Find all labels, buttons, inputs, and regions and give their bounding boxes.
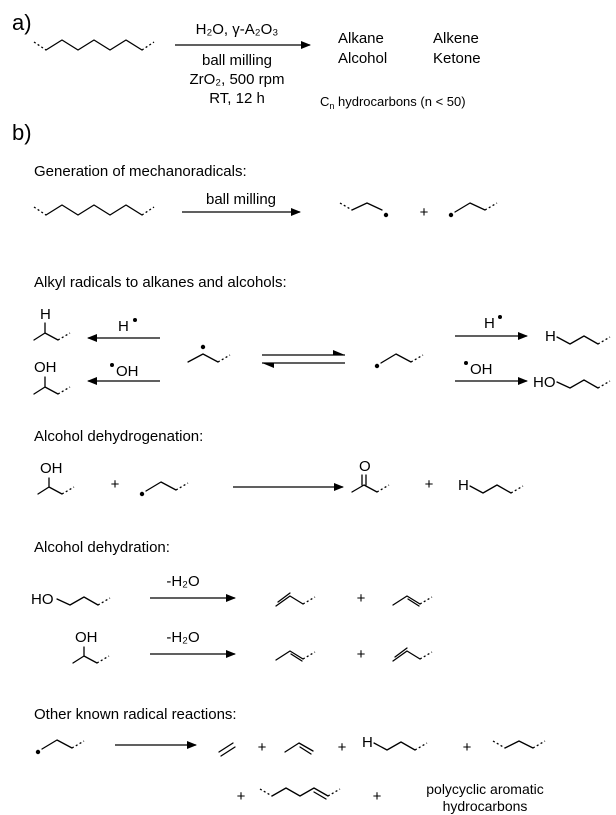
svg-text:HO: HO bbox=[31, 591, 54, 608]
svg-text:OH: OH bbox=[34, 359, 57, 376]
terminal-alkene-2 bbox=[392, 647, 433, 662]
plus-sign: + bbox=[420, 204, 429, 221]
primary-radical-other bbox=[35, 739, 85, 755]
svg-text:OH: OH bbox=[40, 460, 63, 477]
terminal-alkene bbox=[275, 592, 316, 607]
secondary-alcohol-dehydration: OH bbox=[72, 629, 110, 664]
svg-text:H: H bbox=[458, 477, 469, 494]
reagent-water-loss-2: -H₂O bbox=[166, 629, 199, 646]
pah-label-line1: polycyclic aromatic bbox=[426, 781, 543, 797]
polymer-chain-b bbox=[33, 204, 155, 216]
radical-fragment-right bbox=[448, 202, 498, 218]
section-title-alkyl-radicals: Alkyl radicals to alkanes and alcohols: bbox=[34, 274, 287, 291]
plus-sign: + bbox=[111, 476, 120, 493]
svg-text:HO: HO bbox=[533, 374, 556, 391]
radical-dot bbox=[464, 361, 468, 365]
h-radical-label-right: H bbox=[484, 315, 495, 332]
secondary-alcohol: OH bbox=[37, 460, 75, 495]
section-title-dehydrogenation: Alcohol dehydrogenation: bbox=[34, 428, 203, 445]
internal-alkene bbox=[392, 595, 433, 607]
internal-alkene-2 bbox=[275, 650, 316, 662]
reagent-water-loss-1: -H₂O bbox=[166, 573, 199, 590]
ethylene bbox=[218, 742, 236, 757]
plus-sign: + bbox=[373, 788, 382, 805]
carbon-number-note: Cn hydrocarbons (n < 50) bbox=[320, 94, 466, 111]
polymer-chain-a bbox=[33, 39, 155, 51]
radical-fragment-left bbox=[339, 202, 389, 218]
plus-sign: + bbox=[258, 739, 267, 756]
ketone-product: O bbox=[351, 458, 390, 493]
part-a-label: a) bbox=[12, 10, 32, 35]
internal-alkene-chain bbox=[259, 787, 341, 800]
part-b-label: b) bbox=[12, 120, 32, 145]
primary-radical-reactant bbox=[139, 481, 189, 497]
section-title-mechanoradicals: Generation of mechanoradicals: bbox=[34, 163, 247, 180]
product-alkane: Alkane bbox=[338, 30, 384, 47]
radical-dot bbox=[110, 363, 114, 367]
plus-sign: + bbox=[237, 788, 246, 805]
h-radical-label-left: H bbox=[118, 318, 129, 335]
alcohol-product-left: OH bbox=[33, 359, 71, 395]
chain-fragment bbox=[492, 740, 546, 749]
secondary-radical bbox=[187, 344, 231, 363]
alkane-other: H bbox=[362, 734, 428, 751]
condition-temperature-time: RT, 12 h bbox=[209, 90, 265, 107]
condition-ball-milling: ball milling bbox=[202, 52, 272, 69]
alkane-product-right: H bbox=[545, 328, 611, 345]
condition-water-alumina: H₂O, γ-A₂O₃ bbox=[196, 21, 279, 38]
primary-radical bbox=[374, 353, 424, 369]
plus-sign: + bbox=[463, 739, 472, 756]
alkane-product: H bbox=[458, 477, 524, 494]
pah-label-line2: hydrocarbons bbox=[443, 798, 528, 814]
radical-dot bbox=[133, 318, 137, 322]
plus-sign: + bbox=[357, 590, 366, 607]
condition-zirconia: ZrO₂, 500 rpm bbox=[189, 71, 284, 88]
product-ketone: Ketone bbox=[433, 50, 481, 67]
radical-dot bbox=[498, 315, 502, 319]
plus-sign: + bbox=[357, 646, 366, 663]
equilibrium-arrows bbox=[262, 350, 345, 368]
svg-text:O: O bbox=[359, 458, 371, 475]
svg-text:OH: OH bbox=[75, 629, 98, 646]
product-alkene: Alkene bbox=[433, 30, 479, 47]
oh-radical-label-left: OH bbox=[116, 363, 139, 380]
section-title-other-reactions: Other known radical reactions: bbox=[34, 706, 237, 723]
oh-radical-label-right: OH bbox=[470, 361, 493, 378]
alkane-product-left: H bbox=[33, 306, 71, 341]
arrow-label-ball-milling: ball milling bbox=[206, 191, 276, 208]
svg-text:H: H bbox=[545, 328, 556, 345]
section-title-dehydration: Alcohol dehydration: bbox=[34, 539, 170, 556]
svg-text:H: H bbox=[40, 306, 51, 323]
alcohol-product-right: HO bbox=[533, 374, 611, 391]
propene bbox=[284, 742, 314, 755]
plus-sign: + bbox=[338, 739, 347, 756]
plus-sign: + bbox=[425, 476, 434, 493]
svg-text:H: H bbox=[362, 734, 373, 751]
primary-alcohol: HO bbox=[31, 591, 111, 608]
product-alcohol: Alcohol bbox=[338, 50, 387, 67]
